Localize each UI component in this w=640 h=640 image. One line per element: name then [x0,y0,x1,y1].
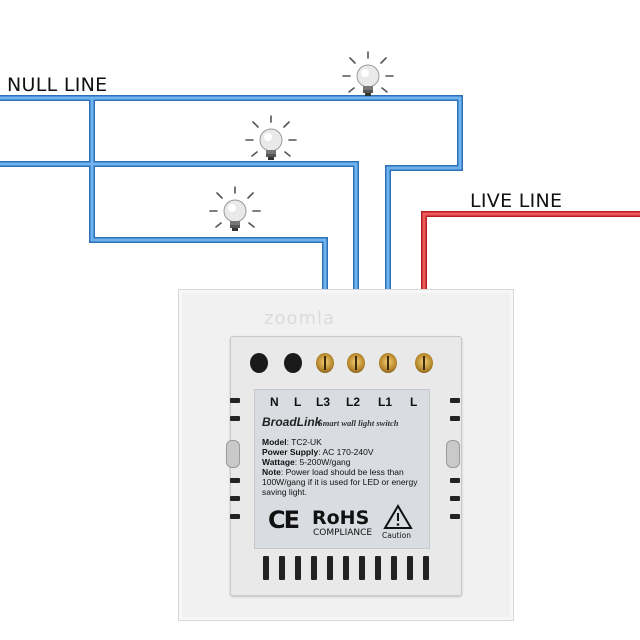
note-spec: Note: Power load should be less than 100… [262,467,418,497]
vent-slot [230,416,240,421]
info-label-panel [254,389,430,549]
vent-slot [230,496,240,501]
vent-slot [450,514,460,519]
vent-slot [450,478,460,483]
vent-slot [327,556,333,580]
vent-slot [450,496,460,501]
mounting-hole [446,440,460,468]
terminal-screw-l1 [379,353,397,373]
warning-triangle-icon [383,504,413,529]
vent-slot [450,398,460,403]
vent-slot [359,556,365,580]
terminal-hole-n [250,353,268,373]
vent-slot [230,514,240,519]
vent-slot [450,416,460,421]
light-bulb-icon [342,51,394,97]
product-subtitle: Smart wall light switch [318,418,399,428]
power-spec: Power Supply: AC 170-240V [262,447,374,457]
vent-slot [279,556,285,580]
terminal-label-l3: L3 [316,395,331,409]
watermark: zoomla [264,308,336,329]
wattage-spec: Wattage: 5-200W/gang [262,457,351,467]
vent-slot [375,556,381,580]
vent-slot [230,478,240,483]
ce-mark: CE [268,506,300,534]
terminal-label-l-live: L [410,395,418,409]
rohs-mark: RoHS [312,507,370,529]
model-spec: Model: TC2-UK [262,437,322,447]
null-line-label: NULL LINE [7,74,108,96]
live-line-label: LIVE LINE [470,190,563,212]
vent-slot [263,556,269,580]
rohs-compliance-text: COMPLIANCE [313,528,373,538]
vent-slot [311,556,317,580]
terminal-screw-l [415,353,433,373]
terminal-hole-l [284,353,302,373]
terminal-label-l1: L1 [378,395,393,409]
terminal-label-l: L [294,395,302,409]
terminal-label-n: N [270,395,279,409]
vent-slot [423,556,429,580]
vent-slot [407,556,413,580]
terminal-screw-l3 [316,353,334,373]
vent-slot [295,556,301,580]
light-bulb-icon [245,115,297,161]
vent-slot [391,556,397,580]
light-bulb-icon [209,186,261,232]
vent-slot [343,556,349,580]
terminal-label-l2: L2 [346,395,361,409]
brand-name: BroadLink [262,415,322,429]
caution-label: Caution [382,531,411,540]
terminal-screw-l2 [347,353,365,373]
mounting-hole [226,440,240,468]
vent-slot [230,398,240,403]
